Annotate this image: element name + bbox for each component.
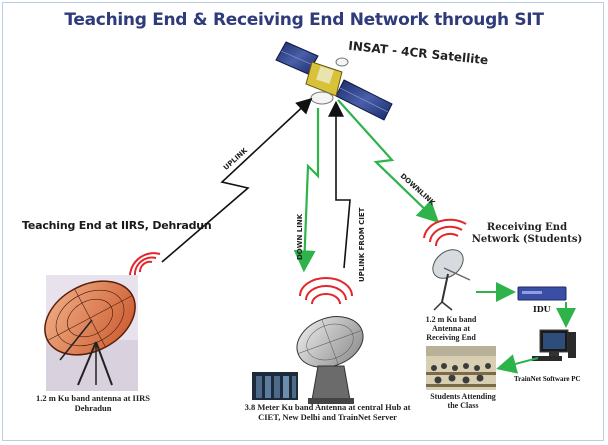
- iirs-signal-waves: [128, 252, 161, 281]
- receiving-end-label: Receiving End Network (Students): [471, 222, 583, 245]
- uplink-ciet-label: UPLINK FROM CIET: [358, 207, 366, 282]
- uplink-line: [161, 97, 313, 263]
- satellite-icon: [275, 41, 393, 121]
- downlink-ciet-line: [293, 108, 320, 273]
- ciet-hub-antenna-image: [296, 316, 364, 404]
- uplink-ciet-line: [328, 100, 351, 269]
- rx-signal-waves: [423, 218, 467, 247]
- pc-to-class-arrow: [496, 354, 539, 374]
- teaching-end-label: Teaching End at IIRS, Dehradun: [22, 219, 212, 232]
- diagram-title: Teaching End & Receiving End Network thr…: [64, 10, 544, 30]
- iirs-antenna-image: [44, 275, 138, 391]
- downlink-rx-line: [337, 99, 440, 224]
- ciet-signal-waves: [299, 277, 353, 305]
- pc-icon: [532, 329, 576, 361]
- iirs-antenna-caption: 1.2 m Ku band antenna at IIRS Dehradun: [35, 393, 151, 413]
- rx-antenna-image: [432, 249, 471, 311]
- server-room-image: [252, 372, 298, 400]
- idu-device-icon: [517, 286, 567, 301]
- students-caption: Students Attending the Class: [430, 392, 496, 411]
- rx-antenna-caption: 1.2 m Ku band Antenna at Receiving End: [425, 315, 477, 343]
- idu-caption: IDU: [533, 304, 551, 314]
- downlink-ciet-label: DOWN LINK: [296, 213, 304, 260]
- pc-caption: TrainNet Software PC: [514, 375, 581, 383]
- ciet-antenna-caption: 3.8 Meter Ku band Antenna at central Hub…: [244, 402, 411, 422]
- classroom-image: [426, 346, 496, 390]
